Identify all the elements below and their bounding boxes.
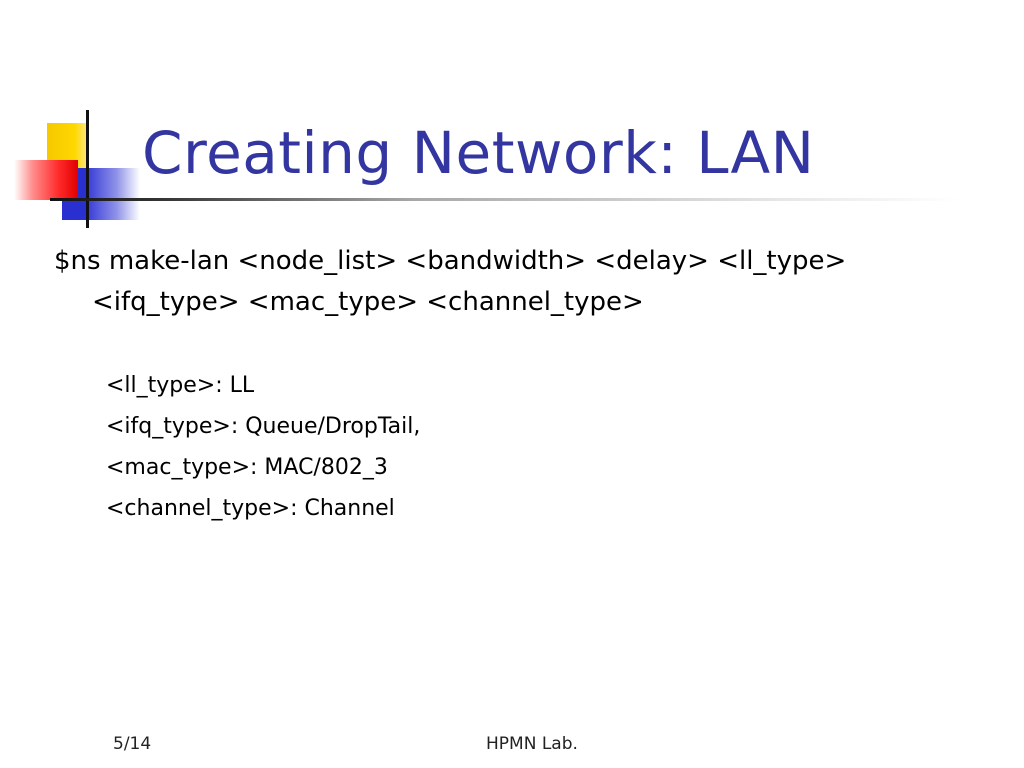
red-square-decoration	[14, 160, 78, 200]
param-ll-type: <ll_type>: LL	[106, 373, 255, 398]
blue-gradient-decoration	[88, 168, 140, 220]
param-channel-type: <channel_type>: Channel	[106, 496, 395, 521]
command-text: $ns make-lan <node_list> <bandwidth> <de…	[54, 241, 984, 323]
param-ifq-type: <ifq_type>: Queue/DropTail,	[106, 414, 421, 439]
param-mac-type: <mac_type>: MAC/802_3	[106, 455, 388, 480]
command-line-1: $ns make-lan <node_list> <bandwidth> <de…	[54, 246, 847, 276]
command-line-2: <ifq_type> <mac_type> <channel_type>	[92, 287, 644, 317]
slide-title: Creating Network: LAN	[142, 119, 815, 187]
parameter-list: <ll_type>: LL <ifq_type>: Queue/DropTail…	[106, 368, 420, 532]
footer-lab-name: HPMN Lab.	[486, 734, 578, 754]
vertical-rule	[86, 110, 89, 228]
title-underline-rule	[50, 198, 960, 201]
page-number: 5/14	[113, 734, 152, 754]
